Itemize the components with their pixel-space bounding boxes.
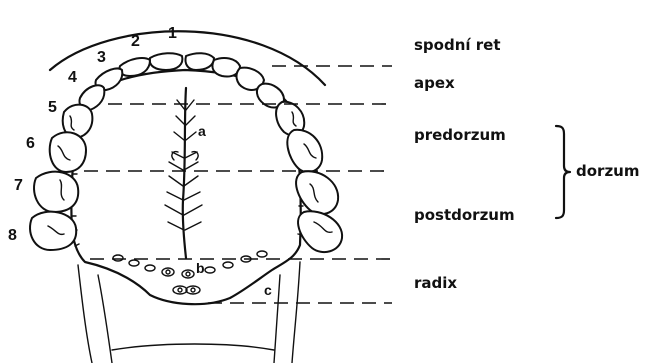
tooth-number-5: 5 <box>48 99 57 116</box>
tooth <box>50 132 86 172</box>
tooth-number-3: 3 <box>97 49 106 66</box>
tooth-number-8: 8 <box>8 227 17 244</box>
tooth <box>30 212 76 250</box>
label-postdorsum: postdorzum <box>414 206 515 224</box>
label-radix: radix <box>414 274 457 292</box>
tooth <box>34 172 78 212</box>
tooth <box>287 130 322 172</box>
tooth-number-7: 7 <box>14 177 23 194</box>
tooth-number-1: 1 <box>168 25 177 42</box>
teeth-right <box>185 53 342 252</box>
teeth-left <box>30 53 182 250</box>
label-predorsum: predorzum <box>414 126 506 144</box>
tooth-number-2: 2 <box>131 33 140 50</box>
median-sulcus <box>183 88 186 258</box>
marker-a: a <box>198 123 206 139</box>
circumvallate-papillae <box>113 251 267 294</box>
tooth <box>150 53 183 70</box>
tooth <box>296 171 338 214</box>
tooth-number-4: 4 <box>68 69 77 86</box>
tooth <box>298 211 342 252</box>
tooth <box>185 53 214 70</box>
label-dorsum: dorzum <box>576 162 639 180</box>
label-apex: apex <box>414 74 455 92</box>
dorsum-bracket <box>556 126 570 218</box>
marker-b: b <box>196 260 205 276</box>
throat-outline <box>78 262 300 363</box>
level-lines <box>84 66 392 303</box>
label-lower-lip: spodní ret <box>414 36 501 54</box>
tooth-number-6: 6 <box>26 135 35 152</box>
marker-c: c <box>264 282 272 298</box>
